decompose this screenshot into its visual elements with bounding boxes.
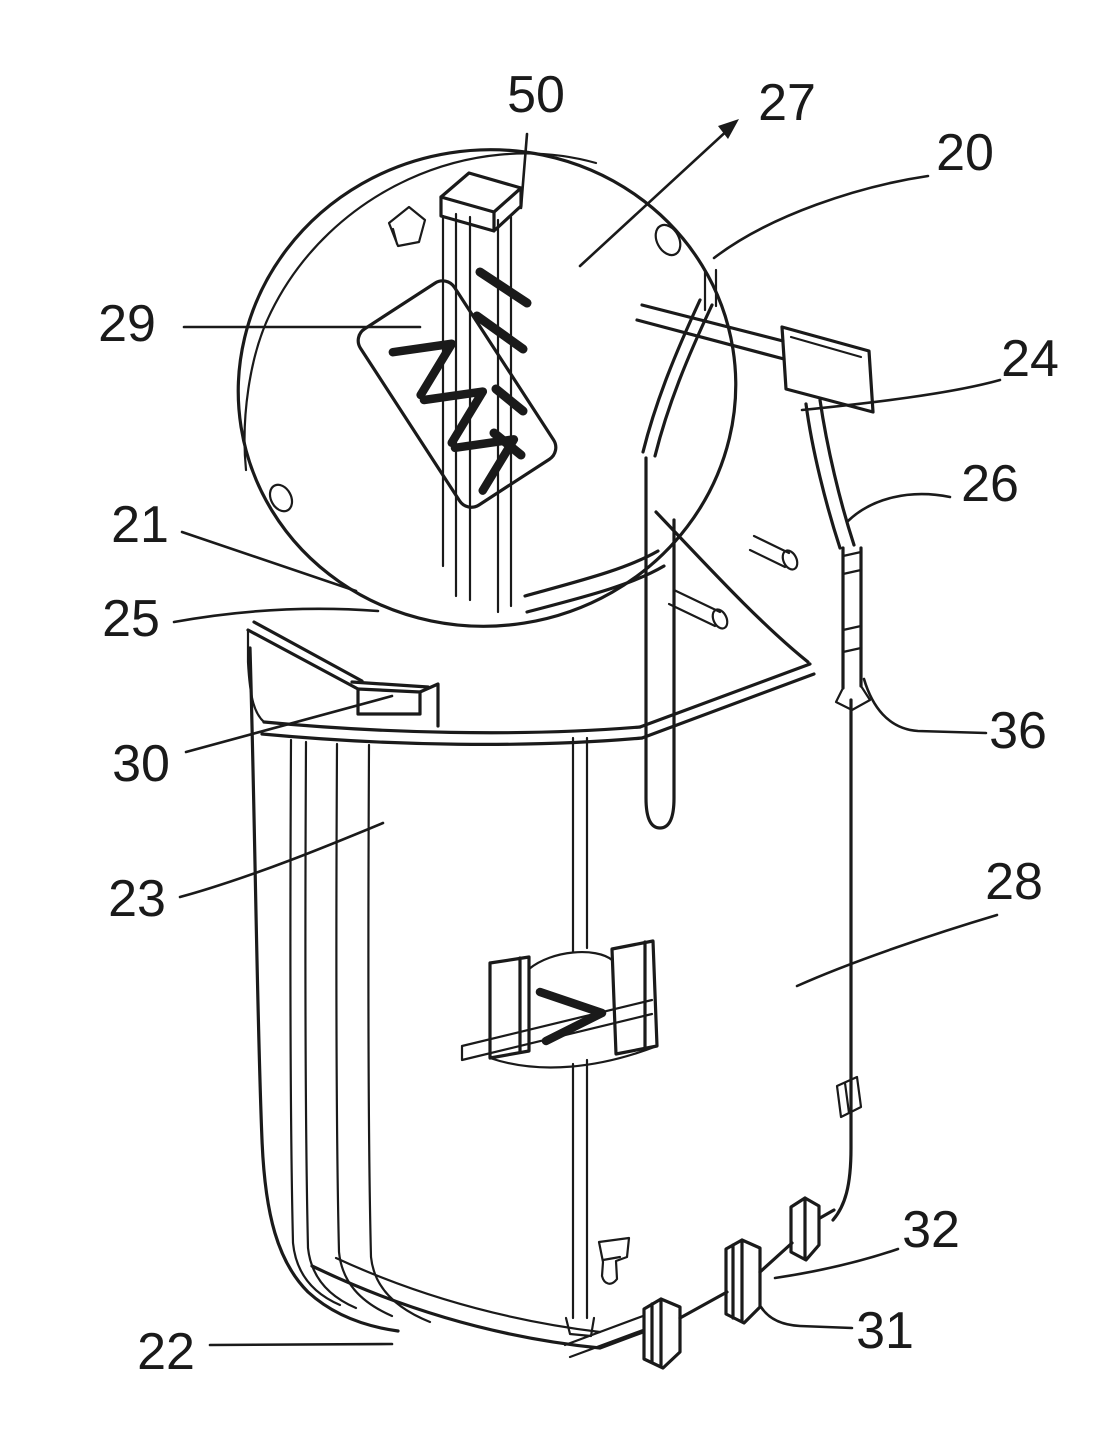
stud-lower — [667, 588, 722, 628]
base-left-rim — [563, 1314, 645, 1359]
ref-label-36: 36 — [989, 702, 1047, 760]
base-feet — [563, 1196, 821, 1370]
leader-line-25 — [172, 607, 380, 624]
ref-label-20: 20 — [936, 124, 994, 182]
body-left-outline — [248, 646, 400, 1333]
ref-label-32: 32 — [902, 1201, 960, 1259]
bail-front-strap — [641, 298, 714, 458]
bail-latch — [635, 268, 875, 830]
mast-cap-top — [439, 171, 523, 214]
connector-chevron-2 — [419, 387, 488, 448]
container-body — [248, 646, 863, 1350]
stud-upper — [748, 534, 791, 569]
bail-plate — [780, 325, 875, 414]
lid-inner-rim — [243, 152, 598, 472]
ref-label-23: 23 — [108, 870, 166, 928]
leader-line-32 — [773, 1247, 900, 1280]
collar-step-edge — [418, 682, 440, 728]
mid-clamp — [460, 939, 659, 1069]
bail-upper-stub — [703, 268, 718, 312]
foot-left — [642, 1297, 682, 1370]
clamp-left-plate — [488, 955, 531, 1060]
connector-block — [356, 279, 558, 509]
ref-label-28: 28 — [985, 853, 1043, 911]
bail-top-strap — [635, 303, 786, 361]
foot-middle — [724, 1238, 762, 1325]
body-rib-3 — [335, 742, 394, 1318]
clamp-chevron — [535, 987, 607, 1046]
ref-label-30: 30 — [112, 735, 170, 793]
leader-line-50 — [519, 132, 529, 210]
connector-chevron-1 — [388, 339, 457, 400]
latch-vertical-strap — [841, 546, 863, 690]
bail-to-collar-curve — [654, 510, 810, 664]
clamp-top-band — [527, 950, 614, 971]
leader-line-31 — [759, 1305, 854, 1330]
collar-step-tab — [350, 680, 430, 716]
leader-line-22 — [208, 1342, 394, 1347]
body-rib-2 — [304, 740, 358, 1310]
ref-label-24: 24 — [1001, 330, 1059, 388]
body-rib-4 — [367, 743, 432, 1324]
leader-arrowhead-27 — [718, 119, 739, 139]
stud-upper-cap — [781, 549, 799, 571]
clamp-bottom-band — [488, 1044, 659, 1069]
clamp-right-plate — [610, 939, 659, 1056]
ref-label-25: 25 — [102, 590, 160, 648]
latch-rungs — [841, 550, 863, 654]
body-base-front-inner — [334, 1256, 602, 1334]
foot-right — [789, 1196, 821, 1262]
leader-lines — [172, 119, 1002, 1347]
ref-label-22: 22 — [137, 1323, 195, 1381]
leader-line-28 — [795, 913, 999, 988]
latch-upper-strap — [804, 398, 856, 550]
hanging-hook-strip — [644, 456, 676, 830]
connector-chevron-3 — [450, 435, 519, 495]
ref-label-50: 50 — [507, 66, 565, 124]
body-rib-1 — [289, 738, 342, 1307]
leader-line-21 — [180, 530, 358, 593]
collar — [246, 549, 816, 746]
body-right-wall — [831, 698, 853, 1222]
body-base-front — [310, 1264, 645, 1350]
central-rod — [564, 736, 596, 1338]
body-base-right-segments — [678, 1208, 836, 1320]
leader-line-36 — [862, 677, 988, 735]
figure-labels: 50 27 20 29 24 26 21 25 36 30 23 28 32 31 22 — [98, 66, 1059, 1381]
lid-hole-left — [268, 483, 294, 513]
stud-lower-cap — [711, 608, 729, 630]
rod-lines — [571, 736, 589, 1320]
rod-foot-flare — [564, 1316, 596, 1338]
latch-fork — [834, 684, 872, 712]
collar-bottom-edge — [260, 720, 644, 746]
collar-top-right-edge — [523, 549, 666, 614]
connector-frame — [356, 279, 558, 509]
collar-top-left-seam — [246, 620, 364, 691]
lid-hole-right — [654, 223, 682, 257]
leader-line-24 — [800, 378, 1002, 412]
leader-line-26 — [846, 492, 952, 523]
ref-label-26: 26 — [961, 455, 1019, 513]
bail-plate-edge — [789, 335, 863, 359]
leader-line-30 — [184, 694, 394, 754]
base-cone — [597, 1236, 631, 1285]
leader-line-23 — [178, 821, 385, 899]
ref-label-31: 31 — [856, 1302, 914, 1360]
ref-label-27: 27 — [758, 74, 816, 132]
collar-bottom-right-edge — [638, 662, 816, 740]
body-wall-clip — [835, 1075, 863, 1119]
mast-peg-3 — [491, 384, 528, 416]
mast-peg-2 — [472, 311, 528, 354]
leader-line-27 — [578, 125, 733, 268]
ref-label-21: 21 — [111, 496, 169, 554]
lid-disc — [236, 148, 738, 628]
lid-ear-tab — [387, 205, 427, 248]
leader-line-20 — [712, 174, 930, 260]
mast-peg-1 — [475, 267, 532, 308]
ref-label-29: 29 — [98, 295, 156, 353]
